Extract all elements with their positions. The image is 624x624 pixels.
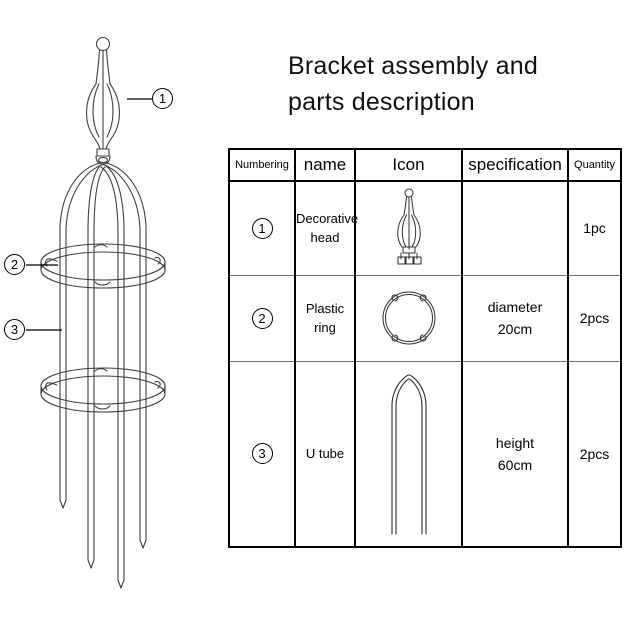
row-3-numbering-label: 3 [251, 443, 273, 465]
plastic-ring-icon [382, 291, 435, 345]
row-1-name-line-2: head [310, 230, 340, 246]
row-1-quantity: 1pc [567, 180, 621, 276]
row-2-quantity: 2pcs [567, 274, 621, 362]
row-2-name-line-2: ring [314, 320, 336, 335]
u-tube-cage-drawing [59, 162, 147, 589]
row-2-specification: diameter 20cm [461, 274, 569, 362]
row-2-name: Plastic ring [294, 274, 356, 362]
row-1-name: Decorative head [294, 180, 359, 276]
callout-3: 3 [4, 319, 25, 340]
row-2-numbering-label: 2 [251, 307, 273, 329]
assembly-illustration: 1 2 3 [0, 0, 228, 624]
column-header-specification: specification [461, 149, 569, 182]
row-2-icon [354, 274, 463, 362]
callout-1: 1 [152, 88, 173, 109]
row-2-spec-line-1: diameter [487, 299, 543, 315]
row-3-name-line-1: U tube [305, 446, 345, 462]
column-header-numbering: Numbering [229, 149, 296, 182]
row-1-numbering-label: 1 [251, 217, 273, 239]
row-3-icon [354, 360, 463, 547]
row-3-specification: height 60cm [461, 360, 569, 547]
page-title: Bracket assembly and parts description [288, 48, 618, 120]
table-header-row: Numbering name Icon specification Quanti… [229, 149, 621, 182]
plastic-ring-lower-drawing [40, 367, 166, 413]
column-header-name: name [294, 149, 356, 182]
parts-description-panel: Bracket assembly and parts description N… [228, 0, 624, 624]
parts-table: Numbering name Icon specification Quanti… [228, 148, 622, 548]
row-3-name: U tube [294, 360, 356, 547]
decorative-head-icon [396, 188, 421, 265]
callout-leader-lines [26, 98, 152, 331]
table-row: 3 U tube [229, 360, 621, 547]
row-2-name-line-1: Plastic [305, 301, 345, 316]
table-row: 1 Decorative head [229, 180, 621, 276]
page-title-line-2: parts description [288, 88, 475, 116]
row-3-spec-line-1: height [495, 434, 535, 451]
column-header-icon: Icon [354, 149, 463, 182]
row-1-specification [461, 180, 569, 276]
row-3-quantity: 2pcs [567, 360, 621, 547]
callout-2-label: 2 [4, 254, 25, 275]
callout-3-label: 3 [4, 319, 25, 340]
column-header-quantity: Quantity [567, 149, 621, 182]
u-tube-icon [390, 374, 427, 535]
row-1-icon [354, 180, 463, 276]
table-row: 2 Plastic ring [229, 274, 621, 362]
row-3-numbering: 3 [229, 360, 296, 547]
row-2-spec-line-2: 20cm [497, 321, 533, 337]
callout-1-label: 1 [152, 88, 173, 109]
plastic-ring-upper-drawing [40, 243, 166, 289]
row-3-spec-line-2: 60cm [497, 456, 533, 473]
decorative-head-drawing [86, 36, 120, 165]
row-1-numbering: 1 [229, 180, 296, 276]
page-title-line-1: Bracket assembly and [288, 52, 538, 80]
callout-2: 2 [4, 254, 25, 275]
row-1-name-line-1: Decorative [296, 211, 359, 227]
row-2-numbering: 2 [229, 274, 296, 362]
